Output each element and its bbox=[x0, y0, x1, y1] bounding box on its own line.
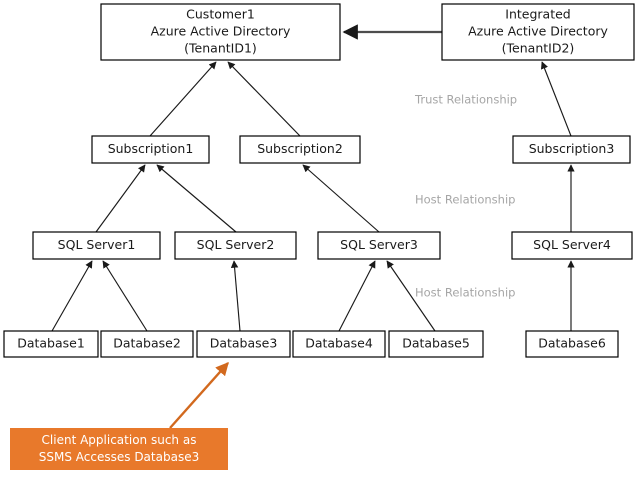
edge-sql3-to-sub2 bbox=[302, 164, 380, 233]
node-sql2[interactable]: SQL Server2 bbox=[174, 231, 297, 260]
node-box-db2 bbox=[100, 330, 194, 358]
node-label-sql3-line-0: SQL Server3 bbox=[340, 237, 418, 252]
edges-layer bbox=[51, 24, 575, 332]
node-db2[interactable]: Database2 bbox=[100, 330, 194, 358]
node-db3[interactable]: Database3 bbox=[196, 330, 291, 358]
node-label-aad1-line-2: (TenantID1) bbox=[184, 41, 257, 56]
edge-db3-to-sql2 bbox=[230, 260, 241, 332]
node-sub2[interactable]: Subscription2 bbox=[239, 135, 361, 164]
node-box-sub2 bbox=[239, 135, 361, 164]
node-db1[interactable]: Database1 bbox=[3, 330, 99, 358]
node-box-sql4 bbox=[511, 231, 633, 260]
node-sql4[interactable]: SQL Server4 bbox=[511, 231, 633, 260]
node-box-sql2 bbox=[174, 231, 297, 260]
node-label-sql4-line-0: SQL Server4 bbox=[533, 237, 611, 252]
callout-arrow bbox=[169, 362, 229, 429]
node-box-db4 bbox=[292, 330, 386, 358]
relationship-label-host-rel-1: Host Relationship bbox=[415, 193, 515, 207]
relationship-label-host-rel-2: Host Relationship bbox=[415, 286, 515, 300]
node-sql1[interactable]: SQL Server1 bbox=[32, 231, 161, 260]
edge-sub2-to-aad1 bbox=[227, 61, 301, 137]
node-sub3[interactable]: Subscription3 bbox=[512, 135, 631, 164]
node-label-aad2-line-1: Azure Active Directory bbox=[468, 24, 608, 39]
node-box-aad1 bbox=[100, 3, 341, 61]
callout-background bbox=[10, 428, 228, 470]
edge-sub1-to-aad1 bbox=[149, 61, 217, 137]
edge-sub3-to-aad2 bbox=[540, 61, 572, 137]
node-box-db3 bbox=[196, 330, 291, 358]
node-label-aad1-line-0: Customer1 bbox=[186, 7, 255, 22]
edge-db1-to-sql1 bbox=[51, 260, 93, 332]
node-box-sql1 bbox=[32, 231, 161, 260]
node-box-sub1 bbox=[91, 135, 210, 164]
callout-text-line-1: SSMS Accesses Database3 bbox=[39, 450, 199, 464]
node-label-db2-line-0: Database2 bbox=[113, 336, 181, 351]
node-label-db1-line-0: Database1 bbox=[17, 336, 85, 351]
node-box-sub3 bbox=[512, 135, 631, 164]
node-label-db6-line-0: Database6 bbox=[538, 336, 606, 351]
node-box-db6 bbox=[525, 330, 619, 358]
edge-sql2-to-sub1 bbox=[156, 164, 237, 233]
node-label-aad2-line-0: Integrated bbox=[505, 7, 570, 22]
relationship-label-trust-rel: Trust Relationship bbox=[414, 93, 517, 107]
node-sub1[interactable]: Subscription1 bbox=[91, 135, 210, 164]
node-box-db5 bbox=[388, 330, 484, 358]
edge-db2-to-sql1 bbox=[102, 260, 148, 332]
node-db4[interactable]: Database4 bbox=[292, 330, 386, 358]
node-label-sql2-line-0: SQL Server2 bbox=[197, 237, 275, 252]
node-sql3[interactable]: SQL Server3 bbox=[317, 231, 441, 260]
node-box-aad2 bbox=[441, 3, 635, 61]
node-label-aad2-line-2: (TenantID2) bbox=[502, 41, 575, 56]
node-label-db4-line-0: Database4 bbox=[305, 336, 373, 351]
node-label-db3-line-0: Database3 bbox=[210, 336, 278, 351]
node-box-sql3 bbox=[317, 231, 441, 260]
node-label-sql1-line-0: SQL Server1 bbox=[58, 237, 136, 252]
callout-client-app-callout[interactable]: Client Application such as SSMS Accesses … bbox=[10, 362, 229, 470]
node-db5[interactable]: Database5 bbox=[388, 330, 484, 358]
node-label-sub1-line-0: Subscription1 bbox=[108, 141, 194, 156]
callout-text-line-0: Client Application such as bbox=[42, 433, 197, 447]
node-label-db5-line-0: Database5 bbox=[402, 336, 470, 351]
node-db6[interactable]: Database6 bbox=[525, 330, 619, 358]
edge-db5-to-sql3 bbox=[386, 260, 436, 332]
node-label-sub3-line-0: Subscription3 bbox=[529, 141, 615, 156]
node-label-sub2-line-0: Subscription2 bbox=[257, 141, 343, 156]
node-label-aad1-line-1: Azure Active Directory bbox=[151, 24, 291, 39]
edge-sql1-to-sub1 bbox=[95, 164, 146, 233]
callout-layer: Client Application such as SSMS Accesses … bbox=[10, 362, 229, 470]
node-box-db1 bbox=[3, 330, 99, 358]
edge-db4-to-sql3 bbox=[338, 260, 376, 332]
